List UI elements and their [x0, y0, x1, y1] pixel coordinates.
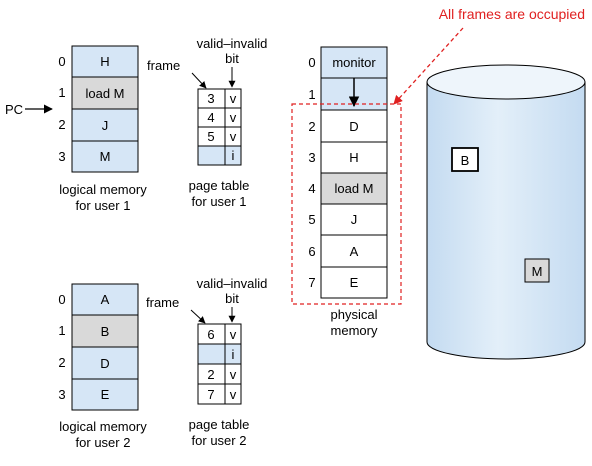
physical-frame-text: load M: [334, 181, 373, 196]
caption: logical memory: [59, 419, 147, 434]
index-label: 6: [308, 244, 315, 259]
logical-memory-user1: 0 1 2 3 H load M J M logical memory for …: [58, 45, 147, 213]
caption: for user 1: [192, 194, 247, 209]
frame-number: 6: [207, 327, 214, 342]
valid-invalid-label: bit: [225, 51, 239, 66]
logical-cell-text: load M: [85, 86, 124, 101]
occupied-frames-box: [291, 103, 402, 305]
backing-store-disk: B M: [426, 64, 586, 360]
disk-page-box: [451, 147, 479, 172]
valid-bit: i: [232, 148, 235, 163]
frame-cell: [197, 145, 226, 166]
bit-cell: [224, 383, 242, 405]
index-label: 0: [58, 54, 65, 69]
index-label: 1: [58, 85, 65, 100]
physical-frame: [320, 141, 388, 174]
valid-bit: i: [232, 347, 235, 362]
callout-arrow: [393, 27, 464, 105]
physical-frame: [320, 46, 388, 79]
valid-bit: v: [230, 91, 237, 106]
frame-arrow: [191, 72, 207, 89]
logical-cell: [71, 346, 139, 380]
physical-memory: 0 1 2 3 4 5 6 7 monitor D H load M J A E…: [308, 46, 388, 338]
disk-page-label: M: [532, 264, 543, 279]
logical-cell-text: B: [101, 324, 110, 339]
index-label: 2: [308, 119, 315, 134]
valid-bit: v: [230, 367, 237, 382]
caption: for user 2: [192, 433, 247, 448]
valid-invalid-label: bit: [225, 291, 239, 306]
frame-label: frame: [146, 295, 179, 310]
frame-cell: [197, 343, 226, 365]
caption: for user 2: [76, 435, 131, 450]
index-label: 0: [58, 292, 65, 307]
logical-cell: [71, 283, 139, 316]
caption: logical memory: [59, 182, 147, 197]
caption: physical: [331, 307, 378, 322]
index-label: 3: [58, 149, 65, 164]
caption: memory: [331, 323, 378, 338]
frame-label: frame: [147, 58, 180, 73]
physical-frame: [320, 203, 388, 236]
disk-body: [426, 81, 586, 360]
caption: page table: [189, 417, 250, 432]
disk-top: [426, 64, 586, 100]
physical-frame-text: A: [350, 244, 359, 259]
valid-invalid-label: valid–invalid: [197, 36, 268, 51]
index-label: 3: [308, 150, 315, 165]
index-label: 3: [58, 387, 65, 402]
physical-frame-text: H: [349, 150, 358, 165]
logical-cell-text: D: [100, 356, 109, 371]
index-label: 2: [58, 355, 65, 370]
index-label: 5: [308, 212, 315, 227]
physical-frame-text: J: [351, 212, 358, 227]
logical-cell-text: E: [101, 387, 110, 402]
callout-text: All frames are occupied: [439, 6, 585, 22]
physical-frame-text: D: [349, 119, 358, 134]
index-label: 0: [308, 55, 315, 70]
caption: for user 1: [76, 198, 131, 213]
frame-arrow: [190, 309, 206, 324]
valid-invalid-label: valid–invalid: [197, 276, 268, 291]
bit-cell: [224, 145, 242, 166]
frame-number: 3: [207, 91, 214, 106]
page-table-user1: valid–invalid bit frame 3 4 5 v v v i pa…: [147, 36, 267, 209]
logical-cell-text: J: [102, 118, 109, 133]
index-label: 7: [308, 275, 315, 290]
frame-number: 5: [207, 129, 214, 144]
logical-cell-text: H: [100, 54, 109, 69]
index-label: 2: [58, 117, 65, 132]
caption: page table: [189, 178, 250, 193]
logical-cell: [71, 378, 139, 411]
valid-bit: v: [230, 110, 237, 125]
valid-bit: v: [230, 387, 237, 402]
pc-label: PC: [5, 102, 23, 117]
frame-number: 4: [207, 110, 214, 125]
disk-page-label: B: [461, 153, 470, 168]
logical-cell: [71, 314, 139, 348]
index-label: 1: [308, 87, 315, 102]
physical-frame: [320, 266, 388, 299]
frame-number: 2: [207, 367, 214, 382]
index-label: 4: [308, 181, 315, 196]
logical-cell: [71, 76, 139, 110]
logical-cell: [71, 140, 139, 173]
valid-bit: v: [230, 129, 237, 144]
valid-bit: v: [230, 327, 237, 342]
frame-number: 7: [207, 387, 214, 402]
index-label: 1: [58, 323, 65, 338]
disk-page-box: [524, 258, 550, 283]
page-table-user2: valid–invalid bit frame 6 2 7 v i v v pa…: [146, 276, 267, 448]
logical-cell-text: A: [101, 292, 110, 307]
logical-memory-user2: 0 1 2 3 A B D E logical memory for user …: [58, 283, 147, 450]
physical-frame-text: E: [350, 275, 359, 290]
logical-cell-text: M: [100, 149, 111, 164]
physical-frame-text: monitor: [332, 55, 376, 70]
